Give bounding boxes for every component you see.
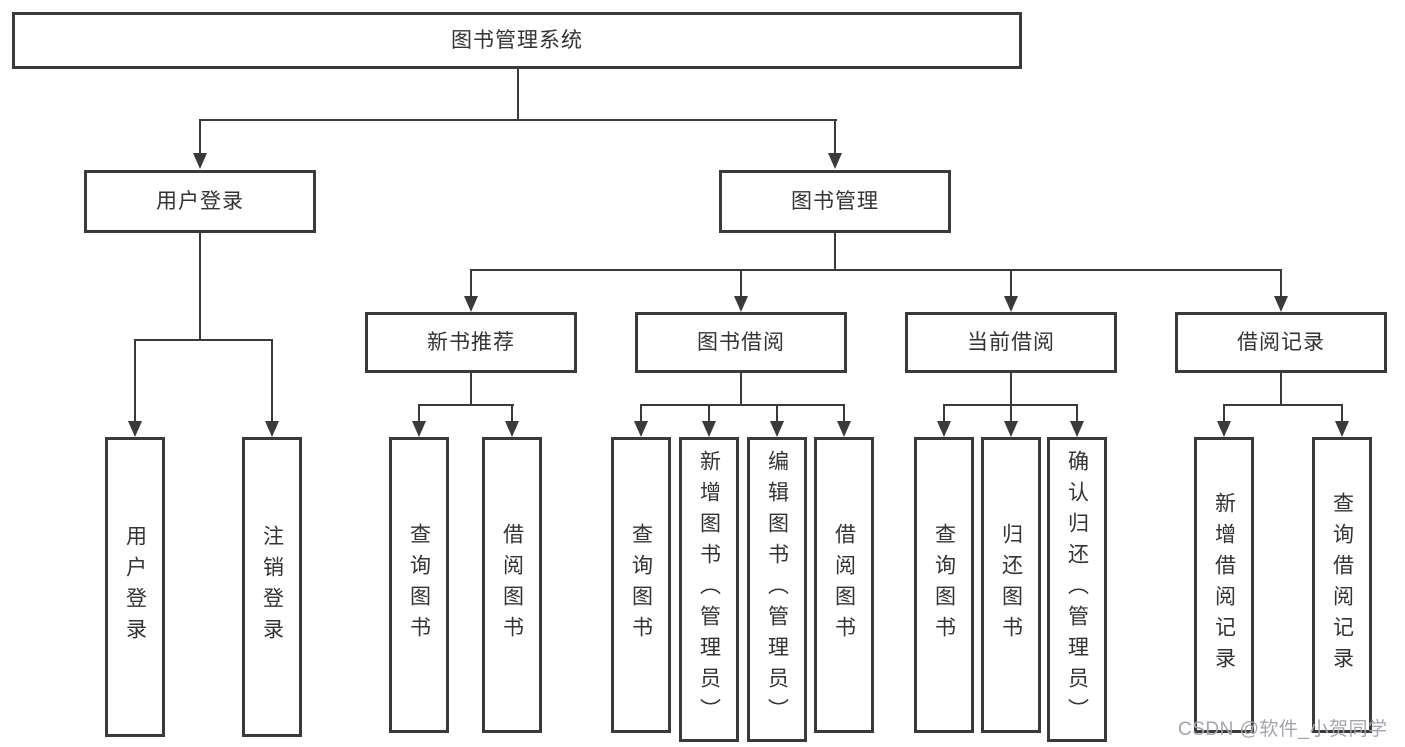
arrowhead-down-icon	[412, 421, 426, 437]
connector-segment	[470, 269, 472, 296]
leaf-user-login: 用户登录	[105, 437, 165, 737]
connector-segment	[834, 119, 836, 153]
connector-segment	[271, 339, 273, 421]
arrowhead-down-icon	[634, 421, 648, 437]
connector-segment	[1010, 269, 1012, 296]
node-borrowing-records: 借阅记录	[1175, 312, 1387, 373]
leaf-edit-books-admin: 编辑图书（管理员）	[747, 437, 807, 742]
leaf-add-books-admin: 新增图书（管理员）	[679, 437, 739, 742]
node-label: 图书管理系统	[451, 29, 583, 52]
node-label: 新增借阅记录	[1212, 492, 1236, 678]
node-label: 查询图书	[629, 523, 653, 647]
connector-segment	[1010, 404, 1012, 421]
arrowhead-down-icon	[1217, 421, 1231, 437]
node-label: 用户登录	[123, 525, 147, 649]
node-label: 确认归还（管理员）	[1065, 450, 1089, 729]
connector-segment	[776, 404, 778, 421]
leaf-query-books: 查询图书	[389, 437, 449, 733]
connector-segment	[199, 119, 201, 153]
node-label: 图书管理	[791, 190, 879, 213]
node-label: 编辑图书（管理员）	[765, 450, 789, 729]
node-book-management: 图书管理	[719, 170, 951, 233]
arrowhead-down-icon	[128, 421, 142, 437]
connector-segment	[470, 269, 1282, 271]
connector-segment	[134, 339, 273, 341]
arrowhead-down-icon	[265, 421, 279, 437]
connector-segment	[1341, 404, 1343, 421]
node-new-book-recommendation: 新书推荐	[365, 312, 577, 373]
arrowhead-down-icon	[770, 421, 784, 437]
arrowhead-down-icon	[1004, 421, 1018, 437]
node-label: 借阅记录	[1237, 331, 1325, 354]
connector-segment	[199, 119, 837, 121]
arrowhead-down-icon	[734, 296, 748, 312]
node-label: 查询图书	[932, 523, 956, 647]
arrowhead-down-icon	[1274, 296, 1288, 312]
arrowhead-down-icon	[1070, 421, 1084, 437]
connector-segment	[1010, 373, 1012, 406]
connector-segment	[1223, 404, 1343, 406]
arrowhead-down-icon	[828, 153, 842, 169]
leaf-query-books: 查询图书	[611, 437, 671, 733]
leaf-query-books: 查询图书	[914, 437, 974, 733]
leaf-borrow-books: 借阅图书	[814, 437, 874, 733]
connector-segment	[708, 404, 710, 421]
node-user-login: 用户登录	[84, 170, 316, 233]
connector-segment	[199, 233, 201, 340]
connector-segment	[943, 404, 945, 421]
arrowhead-down-icon	[702, 421, 716, 437]
csdn-watermark: CSDN @软件_小贺同学	[1178, 719, 1388, 740]
connector-segment	[640, 404, 642, 421]
connector-segment	[1076, 404, 1078, 421]
node-label: 当前借阅	[967, 331, 1055, 354]
connector-segment	[418, 404, 514, 406]
node-label: 归还图书	[999, 523, 1023, 647]
connector-segment	[1280, 373, 1282, 406]
node-label: 查询借阅记录	[1330, 492, 1354, 678]
node-label: 新增图书（管理员）	[697, 450, 721, 729]
connector-segment	[1280, 269, 1282, 296]
leaf-confirm-return-admin: 确认归还（管理员）	[1047, 437, 1107, 742]
connector-segment	[740, 269, 742, 296]
node-label: 注销登录	[260, 525, 284, 649]
node-book-borrowing: 图书借阅	[635, 312, 847, 373]
connector-segment	[470, 373, 472, 406]
connector-segment	[517, 69, 519, 121]
leaf-borrow-books: 借阅图书	[482, 437, 542, 733]
connector-segment	[1223, 404, 1225, 421]
connector-segment	[834, 233, 836, 271]
arrowhead-down-icon	[1335, 421, 1349, 437]
leaf-query-borrow-record: 查询借阅记录	[1312, 437, 1372, 733]
connector-segment	[511, 404, 513, 421]
arrowhead-down-icon	[464, 296, 478, 312]
node-library-management-system: 图书管理系统	[12, 12, 1022, 69]
connector-segment	[843, 404, 845, 421]
node-label: 图书借阅	[697, 331, 785, 354]
leaf-logout: 注销登录	[242, 437, 302, 737]
leaf-add-borrow-record: 新增借阅记录	[1194, 437, 1254, 733]
node-label: 查询图书	[407, 523, 431, 647]
connector-segment	[134, 339, 136, 421]
arrowhead-down-icon	[1004, 296, 1018, 312]
node-label: 用户登录	[156, 190, 244, 213]
connector-segment	[640, 404, 845, 406]
node-current-borrowing: 当前借阅	[905, 312, 1117, 373]
node-label: 新书推荐	[427, 331, 515, 354]
node-label: 借阅图书	[500, 523, 524, 647]
arrowhead-down-icon	[193, 153, 207, 169]
connector-segment	[418, 404, 420, 421]
arrowhead-down-icon	[837, 421, 851, 437]
node-label: 借阅图书	[832, 523, 856, 647]
arrowhead-down-icon	[505, 421, 519, 437]
leaf-return-books: 归还图书	[981, 437, 1041, 733]
connector-segment	[740, 373, 742, 406]
arrowhead-down-icon	[937, 421, 951, 437]
